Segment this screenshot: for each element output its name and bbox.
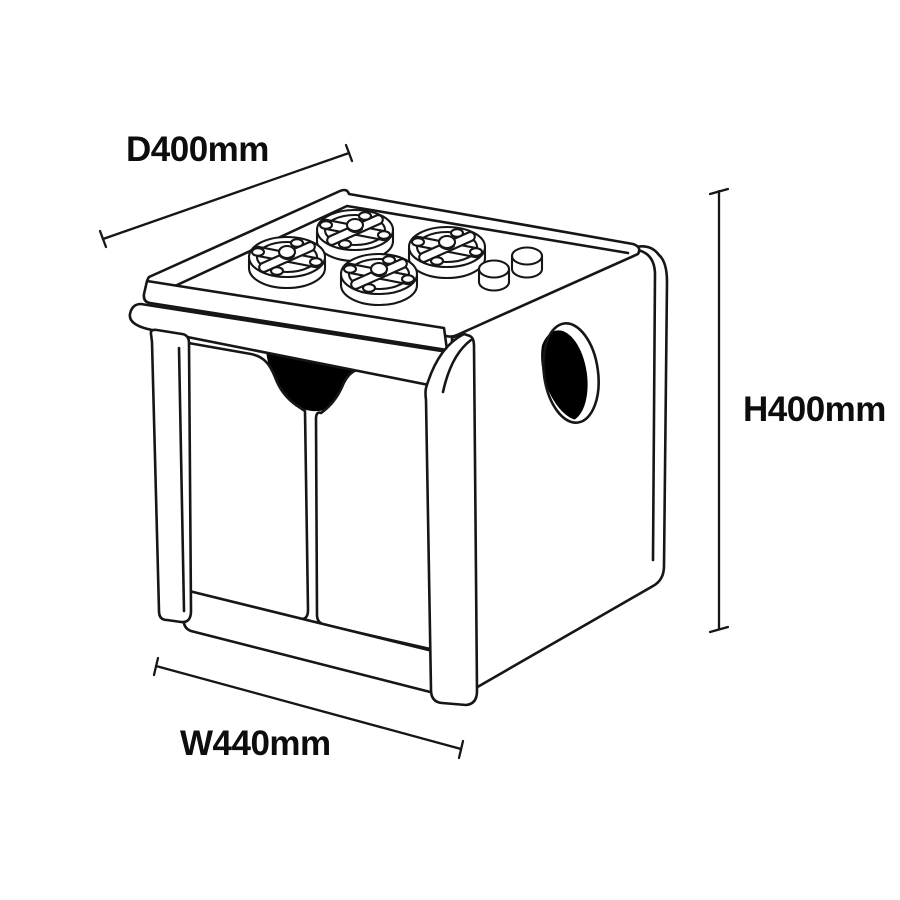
- side-carry-hole: [538, 322, 600, 424]
- control-knob-icon: [477, 259, 511, 292]
- width-dimension-label: W440mm: [180, 724, 331, 763]
- left-frame: [149, 328, 193, 624]
- height-dimension-label: H400mm: [743, 390, 886, 429]
- depth-dimension-line: [98, 143, 354, 249]
- depth-dimension-label: D400mm: [126, 130, 269, 169]
- burner-icon: [247, 235, 327, 290]
- burner-icon: [407, 225, 487, 280]
- height-dimension-line: [708, 187, 730, 634]
- width-dimension-line: [152, 656, 465, 760]
- right-frame: [424, 332, 479, 707]
- control-knob-icon: [510, 246, 544, 279]
- burner-icon: [339, 252, 419, 307]
